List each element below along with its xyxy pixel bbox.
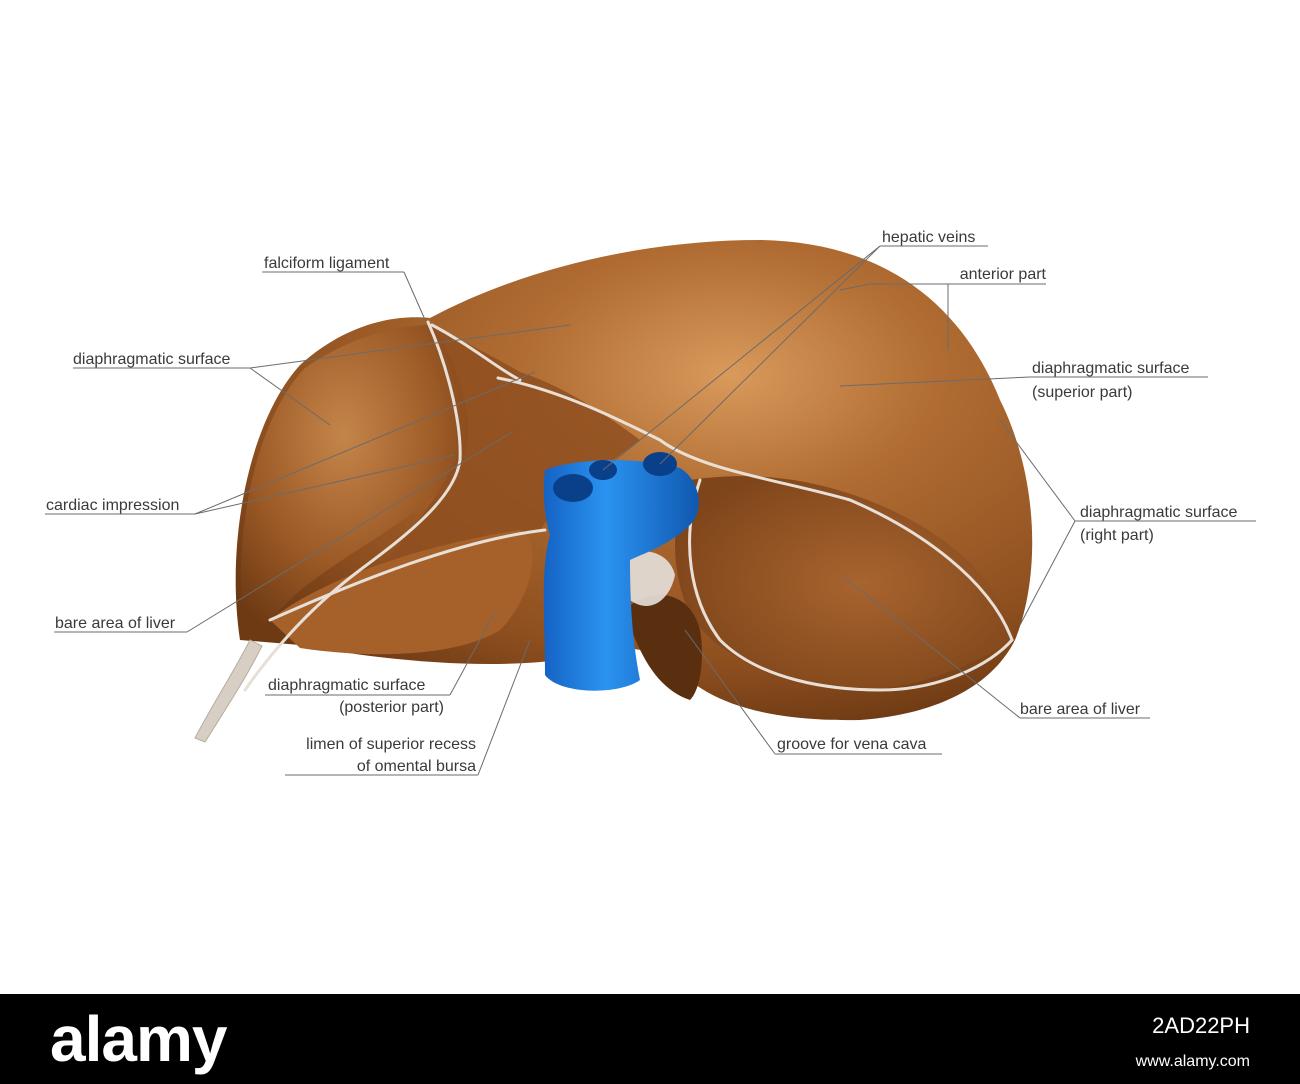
ligament-lines bbox=[243, 320, 1014, 692]
label-diaphragmatic-superior-1: diaphragmatic surface bbox=[1032, 360, 1190, 377]
label-diaphragmatic-right-2: (right part) bbox=[1080, 527, 1154, 544]
label-groove-vena-cava: groove for vena cava bbox=[777, 736, 927, 753]
label-limen-1: limen of superior recess bbox=[306, 736, 476, 753]
label-diaphragmatic-posterior-2: (posterior part) bbox=[339, 699, 444, 716]
label-hepatic-veins: hepatic veins bbox=[882, 229, 975, 246]
liver-diagram: falciform ligament diaphragmatic surface… bbox=[45, 229, 1256, 776]
caudate-groove bbox=[625, 594, 702, 700]
footer-info: 2AD22PH www.alamy.com bbox=[1136, 1008, 1250, 1080]
brand-logo: alamy bbox=[50, 1003, 227, 1075]
leader-lines bbox=[45, 245, 1256, 776]
label-diaphragmatic-posterior-1: diaphragmatic surface bbox=[268, 677, 426, 694]
round-ligament bbox=[194, 639, 263, 743]
label-diaphragmatic-right-1: diaphragmatic surface bbox=[1080, 504, 1238, 521]
label-cardiac-impression: cardiac impression bbox=[46, 497, 179, 514]
left-lobe bbox=[240, 325, 468, 640]
watermark-footer: alamy 2AD22PH www.alamy.com bbox=[0, 994, 1300, 1084]
ivc-membrane bbox=[620, 551, 675, 606]
label-falciform-ligament: falciform ligament bbox=[264, 255, 390, 272]
posterior-part bbox=[270, 530, 533, 655]
label-anterior-part: anterior part bbox=[960, 266, 1047, 283]
label-limen-2: of omental bursa bbox=[357, 758, 476, 775]
labels: falciform ligament diaphragmatic surface… bbox=[46, 229, 1238, 775]
cardiac-impression bbox=[370, 325, 640, 580]
bare-area-right-region bbox=[675, 476, 1015, 690]
label-bare-area-right: bare area of liver bbox=[1020, 701, 1141, 718]
label-diaphragmatic-superior-2: (superior part) bbox=[1032, 384, 1132, 401]
footer-url: www.alamy.com bbox=[1135, 1053, 1250, 1070]
label-diaphragmatic-surface-left: diaphragmatic surface bbox=[73, 351, 231, 368]
label-bare-area-left: bare area of liver bbox=[55, 615, 176, 632]
image-id: 2AD22PH bbox=[1152, 1013, 1250, 1038]
